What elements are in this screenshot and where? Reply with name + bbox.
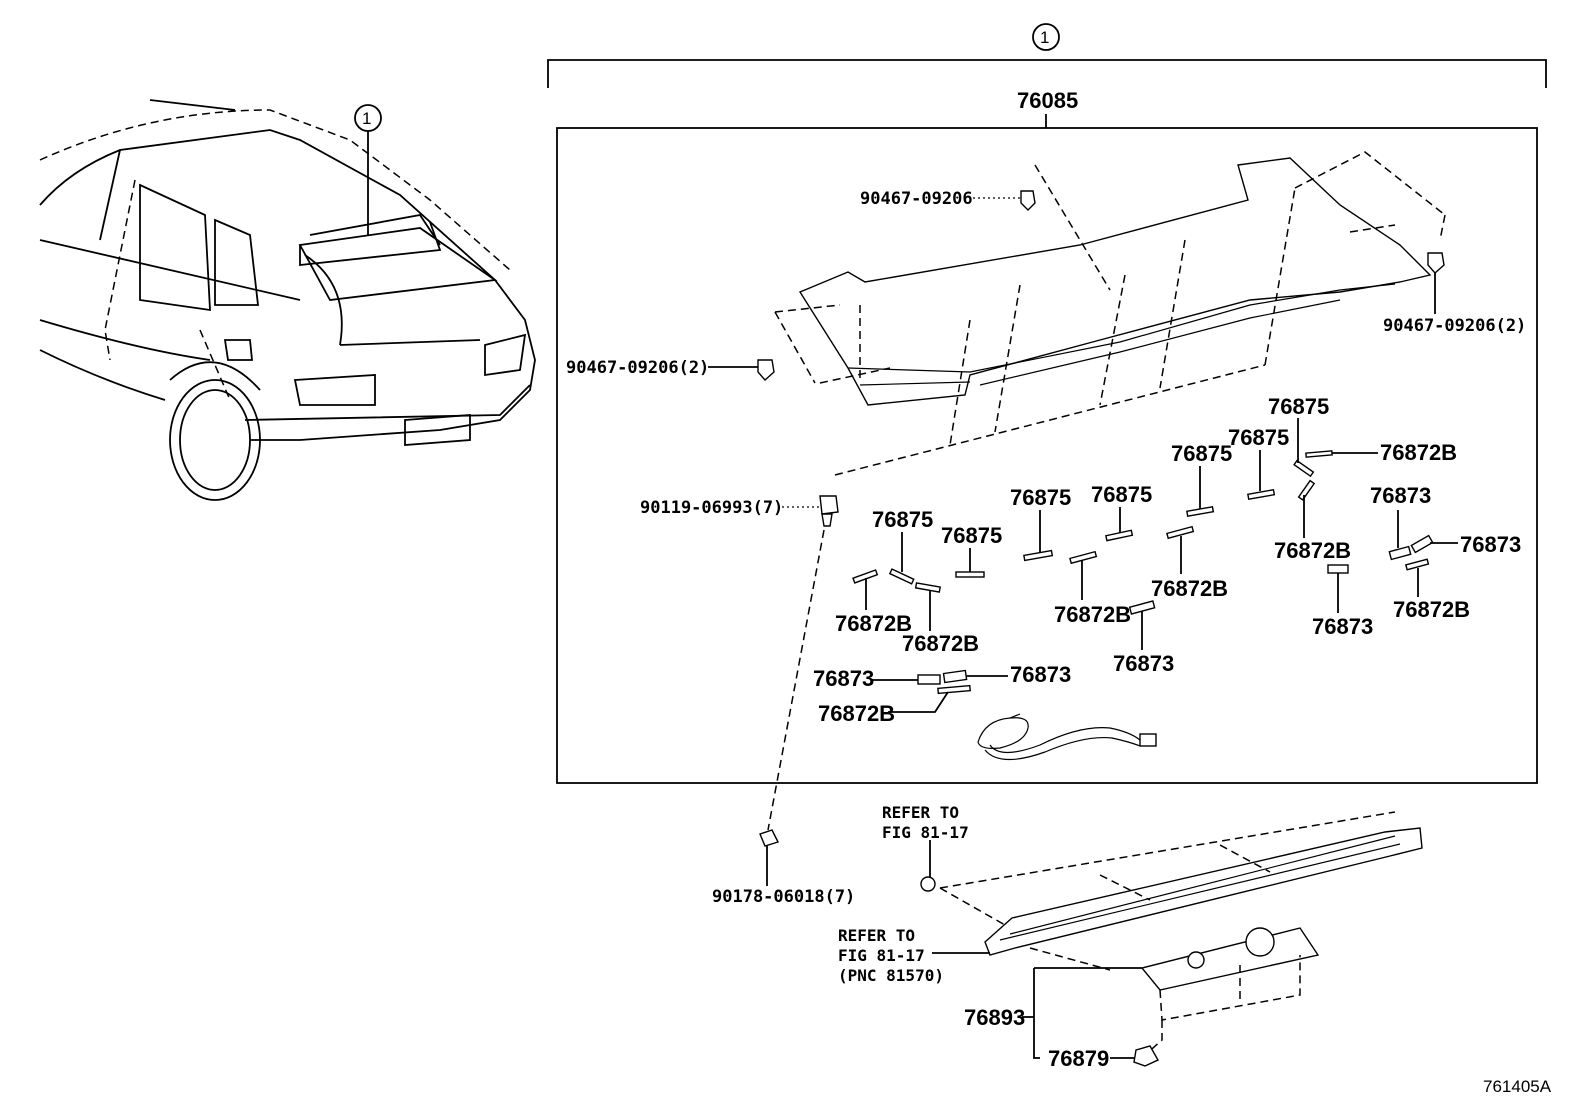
label-76873-a: 76873	[1113, 651, 1174, 676]
assembly-box	[556, 127, 1538, 784]
label-76872b-b: 76872B	[902, 631, 979, 656]
label-76875-c: 76875	[1010, 485, 1071, 510]
label-76875-e: 76875	[1171, 441, 1232, 466]
callout-car-text: 1	[362, 109, 371, 128]
label-76872b-e: 76872B	[1274, 538, 1351, 563]
refer-lower-1: REFER TO	[838, 926, 915, 945]
clip-low: 90178-06018(7)	[712, 829, 855, 907]
label-76893: 76893	[964, 1005, 1025, 1030]
lamp-cover: 76893 76879	[964, 927, 1320, 1071]
callout-top-text: 1	[1040, 28, 1049, 47]
label-76875-b: 76875	[941, 523, 1002, 548]
figure-id: 761405A	[1483, 1077, 1552, 1096]
label-clip-mid: 90119-06993(7)	[640, 498, 783, 518]
label-76873-d: 76873	[1460, 532, 1521, 557]
label-76873-f: 76873	[1010, 662, 1071, 687]
spoiler-part	[774, 151, 1446, 476]
stop-lamp: REFER TO FIG 81-17 REFER TO FIG 81-17 (P…	[838, 803, 1423, 985]
label-bolt-right: 90467-09206(2)	[1383, 316, 1526, 336]
label-76875-f: 76875	[1228, 425, 1289, 450]
refer-lower-3: (PNC 81570)	[838, 966, 944, 985]
bolt-left: 90467-09206(2)	[566, 358, 775, 381]
label-76872b-d: 76872B	[1151, 576, 1228, 601]
refer-upper-2: FIG 81-17	[882, 823, 969, 842]
label-76879: 76879	[1048, 1046, 1109, 1071]
clip-mid: 90119-06993(7)	[640, 495, 839, 831]
pads-group: 76875 76875 76875 76875 76875 76875 7687…	[813, 394, 1521, 726]
label-76085: 76085	[1017, 88, 1078, 113]
wire-harness	[977, 713, 1157, 761]
label-76875-a: 76875	[872, 507, 933, 532]
label-76873-b: 76873	[1312, 614, 1373, 639]
label-76875-g: 76875	[1268, 394, 1329, 419]
bolt-top: 90467-09206	[860, 189, 1036, 211]
label-76872b-c: 76872B	[1054, 602, 1131, 627]
label-bolt-left: 90467-09206(2)	[566, 358, 709, 378]
vehicle-illustration: 1	[39, 99, 536, 501]
label-clip-low: 90178-06018(7)	[712, 887, 855, 907]
label-bolt-top: 90467-09206	[860, 189, 973, 209]
label-76873-e: 76873	[813, 666, 874, 691]
refer-upper-1: REFER TO	[882, 803, 959, 822]
label-76872b-f: 76872B	[1380, 440, 1457, 465]
label-76872b-g: 76872B	[1393, 597, 1470, 622]
assembly-bracket: 1 76085	[547, 23, 1547, 128]
bolt-right: 90467-09206(2)	[1383, 252, 1526, 336]
refer-lower-2: FIG 81-17	[838, 946, 925, 965]
label-76872b-a: 76872B	[835, 611, 912, 636]
label-76873-c: 76873	[1370, 483, 1431, 508]
label-76875-d: 76875	[1091, 482, 1152, 507]
label-76872b-h: 76872B	[818, 701, 895, 726]
